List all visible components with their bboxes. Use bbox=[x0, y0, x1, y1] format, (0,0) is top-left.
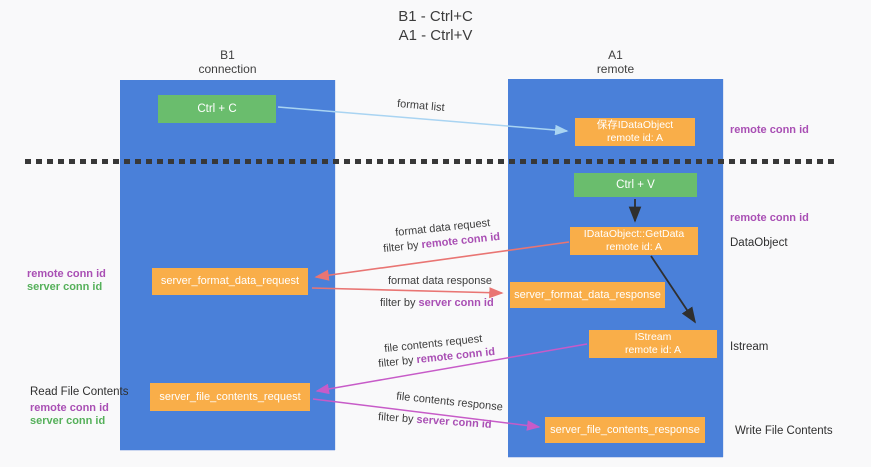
annotation-server-conn-id-left2: server conn id bbox=[30, 415, 106, 427]
node-save-idataobject-line1: 保存IDataObject bbox=[596, 119, 674, 131]
node-ctrl-c-label: Ctrl + C bbox=[197, 102, 237, 115]
annotation-remote-conn-id-left1: remote conn id bbox=[27, 268, 106, 280]
filter-server-conn-id-2: server conn id bbox=[416, 413, 492, 431]
title-line-2: A1 - Ctrl+V bbox=[398, 27, 473, 44]
node-server-format-data-request-label: server_format_data_request bbox=[160, 275, 300, 287]
filter-by-text-1: filter by bbox=[382, 239, 420, 256]
node-ctrl-v: Ctrl + V bbox=[574, 173, 697, 197]
annotation-remote-conn-id-top: remote conn id bbox=[730, 124, 809, 136]
node-save-idataobject: 保存IDataObject remote id: A bbox=[575, 118, 695, 146]
node-getdata-line1: IDataObject::GetData bbox=[583, 228, 685, 240]
annotation-remote-conn-id-mid: remote conn id bbox=[730, 212, 809, 224]
filter-by-text-2: filter by bbox=[380, 297, 416, 309]
node-save-idataobject-line2: remote id: A bbox=[606, 132, 664, 144]
node-server-format-data-request: server_format_data_request bbox=[152, 268, 308, 295]
node-server-file-contents-response: server_file_contents_response bbox=[545, 417, 705, 443]
node-istream-line1: IStream bbox=[634, 331, 672, 343]
filter-by-text-4: filter by bbox=[377, 411, 414, 426]
column-b1-role: connection bbox=[198, 62, 257, 76]
node-istream-line2: remote id: A bbox=[624, 344, 682, 356]
node-server-format-data-response-label: server_format_data_response bbox=[514, 288, 661, 301]
annotation-read-file-contents: Read File Contents bbox=[30, 386, 129, 398]
edge-label-format-data-response: format data response bbox=[388, 275, 492, 287]
node-ctrl-c: Ctrl + C bbox=[158, 95, 276, 123]
column-header-b1: B1 connection bbox=[120, 48, 335, 76]
node-istream: IStream remote id: A bbox=[589, 330, 717, 358]
annotation-write-file-contents: Write File Contents bbox=[735, 425, 833, 437]
edge-label-file-contents-response: file contents response bbox=[395, 390, 504, 414]
annotation-dataobject: DataObject bbox=[730, 237, 788, 249]
edge-label-format-list: format list bbox=[396, 97, 446, 115]
column-a1-name: A1 bbox=[608, 48, 623, 62]
annotation-istream: Istream bbox=[730, 341, 769, 353]
column-a1-role: remote bbox=[596, 62, 635, 76]
annotation-remote-conn-id-left2: remote conn id bbox=[30, 402, 109, 414]
arrow-format-data-response bbox=[311, 287, 504, 299]
filter-by-text-3: filter by bbox=[377, 354, 415, 371]
column-header-a1: A1 remote bbox=[508, 48, 723, 76]
node-ctrl-v-label: Ctrl + V bbox=[616, 178, 655, 191]
filter-server-conn-id-1: server conn id bbox=[418, 297, 494, 309]
node-idataobject-getdata: IDataObject::GetData remote id: A bbox=[570, 227, 698, 255]
node-getdata-line2: remote id: A bbox=[605, 241, 663, 253]
dashed-divider bbox=[25, 159, 835, 164]
node-server-format-data-response: server_format_data_response bbox=[510, 282, 665, 308]
node-server-file-contents-request: server_file_contents_request bbox=[150, 383, 310, 411]
node-server-file-contents-request-label: server_file_contents_request bbox=[159, 390, 301, 403]
column-b1-name: B1 bbox=[220, 48, 235, 62]
node-server-file-contents-response-label: server_file_contents_response bbox=[550, 423, 700, 436]
diagram-title: B1 - Ctrl+C A1 - Ctrl+V bbox=[0, 7, 871, 45]
title-line-1: B1 - Ctrl+C bbox=[398, 8, 473, 25]
annotation-server-conn-id-left1: server conn id bbox=[27, 281, 103, 293]
